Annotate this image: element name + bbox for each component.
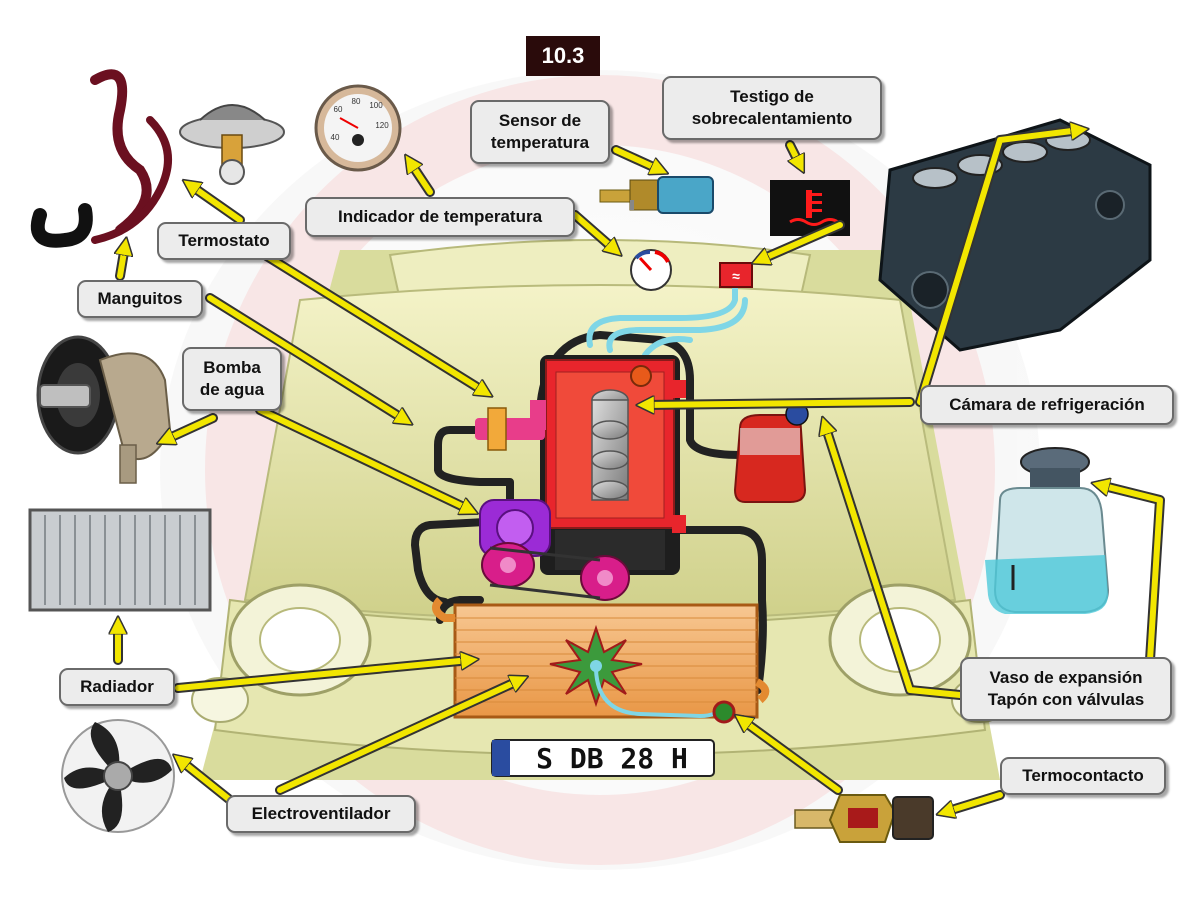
gauge-tick-100: 100 bbox=[369, 101, 383, 110]
gauge-tick-120: 120 bbox=[375, 121, 389, 130]
fan-star bbox=[549, 624, 643, 708]
thermostat-photo bbox=[179, 104, 285, 185]
label-bomba-line-2: de agua bbox=[199, 380, 265, 399]
label-indicador-temperatura: Indicador de temperatura bbox=[305, 197, 575, 237]
engine-block bbox=[540, 355, 686, 575]
label-radiador: Radiador bbox=[59, 668, 175, 706]
label-termocontacto-text: Termocontacto bbox=[1022, 766, 1144, 785]
label-radiador-text: Radiador bbox=[80, 677, 154, 696]
label-vaso-expansion: Vaso de expansión Tapón con válvulas bbox=[960, 657, 1172, 721]
label-electroventilador: Electroventilador bbox=[226, 795, 416, 833]
water-pump-photo bbox=[36, 335, 172, 484]
gauge-tick-60: 60 bbox=[334, 105, 343, 114]
callout-arrows bbox=[118, 130, 1165, 812]
label-manguitos: Manguitos bbox=[77, 280, 203, 318]
engine-cylinders bbox=[591, 389, 629, 501]
label-bomba-de-agua: Bomba de agua bbox=[182, 347, 282, 411]
radiator-thermocontact bbox=[594, 669, 736, 724]
temperature-gauge-photo: 40 60 80 100 120 bbox=[314, 84, 402, 172]
radiator-photo bbox=[28, 508, 212, 612]
label-termostato: Termostato bbox=[157, 222, 291, 260]
label-sensor-line-1: Sensor de bbox=[498, 111, 582, 130]
thermocontact-photo bbox=[794, 794, 934, 843]
label-vaso-line-2: Tapón con válvulas bbox=[987, 690, 1145, 709]
label-manguitos-text: Manguitos bbox=[97, 289, 183, 308]
label-indicador-text: Indicador de temperatura bbox=[337, 207, 543, 226]
expansion-tank bbox=[733, 402, 809, 503]
label-testigo-sobrecalentamiento: Testigo de sobrecalentamiento bbox=[662, 76, 882, 140]
license-plate-text: S DB 28 H bbox=[536, 742, 688, 775]
gauge-tick-80: 80 bbox=[352, 97, 361, 106]
small-warning-light: ≈ bbox=[719, 262, 753, 288]
gauge-tick-40: 40 bbox=[331, 133, 340, 142]
label-electroventilador-text: Electroventilador bbox=[251, 804, 391, 823]
label-testigo-line-2: sobrecalentamiento bbox=[691, 109, 853, 128]
label-vaso-line-1: Vaso de expansión bbox=[989, 668, 1143, 687]
svg-text:≈: ≈ bbox=[732, 268, 740, 284]
label-termocontacto: Termocontacto bbox=[1000, 757, 1166, 795]
water-pump bbox=[479, 499, 630, 601]
figure-number-badge: 10.3 bbox=[526, 36, 600, 76]
label-sensor-line-2: temperatura bbox=[490, 133, 590, 152]
label-camara-text: Cámara de refrigeración bbox=[949, 395, 1145, 414]
expansion-tank-photo bbox=[985, 447, 1110, 614]
electric-fan-photo bbox=[61, 719, 175, 833]
label-bomba-line-1: Bomba bbox=[203, 358, 261, 377]
label-sensor-temperatura: Sensor de temperatura bbox=[470, 100, 610, 164]
license-plate: S DB 28 H bbox=[491, 739, 715, 777]
label-camara-refrigeracion: Cámara de refrigeración bbox=[920, 385, 1174, 425]
label-testigo-line-1: Testigo de bbox=[730, 87, 814, 106]
engine-block-photo bbox=[878, 118, 1152, 352]
temperature-sensor-photo bbox=[599, 176, 714, 214]
label-termostato-text: Termostato bbox=[178, 231, 270, 250]
small-gauge bbox=[630, 249, 672, 291]
heater-hoses bbox=[586, 282, 748, 358]
hoses-photo bbox=[30, 69, 172, 248]
thermostat-fitting bbox=[475, 400, 546, 451]
engine-sensor bbox=[630, 365, 652, 387]
